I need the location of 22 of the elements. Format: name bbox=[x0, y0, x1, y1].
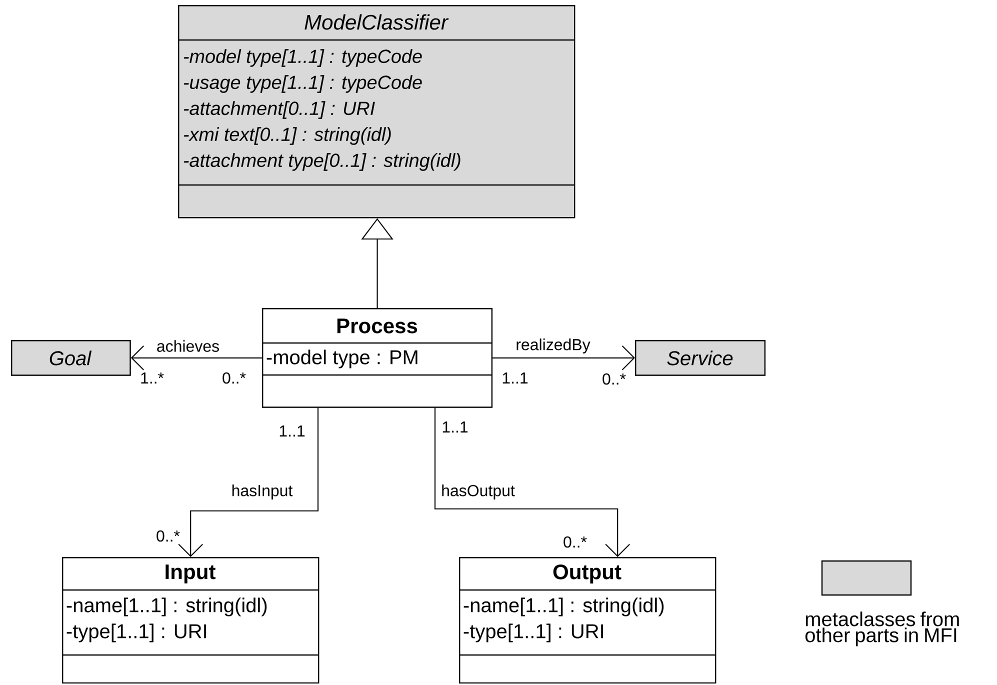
class-box: ModelClassifier -model type[1..1] : typeCode -usage type[1..1] : typeCode -attachment[0..1] : URI -xmi text[0..1] : string(idl) -attachment type[0..1] : string(idl) bbox=[178, 5, 576, 218]
association-arrow bbox=[434, 408, 630, 557]
multiplicity-label: 1..1 bbox=[280, 426, 305, 436]
edge-label: realizedBy bbox=[516, 338, 590, 354]
multiplicity-label: 1..1 bbox=[442, 422, 468, 432]
multiplicity-label: 1..* bbox=[141, 372, 164, 384]
edge-label: hasInput bbox=[232, 484, 293, 500]
class-box: Input -name[1..1] : string(idl) -type[1..1] : URI bbox=[62, 557, 320, 684]
class-box: Goal bbox=[11, 340, 131, 376]
multiplicity-label: 0..* bbox=[156, 530, 180, 542]
multiplicity-label: 0..* bbox=[602, 373, 626, 385]
association-arrow bbox=[130, 346, 262, 370]
multiplicity-label: 1..1 bbox=[502, 372, 528, 384]
edge-label: achieves bbox=[157, 340, 219, 352]
association-arrow bbox=[492, 346, 635, 370]
multiplicity-label: 0..* bbox=[222, 372, 246, 384]
class-box: Output -name[1..1] : string(idl) -type[1..1] : URI bbox=[459, 557, 716, 684]
class-box: Service bbox=[635, 340, 766, 376]
class-box: Process -model type : PM bbox=[262, 308, 493, 408]
edge-label: hasOutput bbox=[442, 484, 515, 500]
legend-text: metaclasses from other parts in MFI bbox=[805, 612, 959, 646]
association-arrow bbox=[178, 408, 319, 557]
